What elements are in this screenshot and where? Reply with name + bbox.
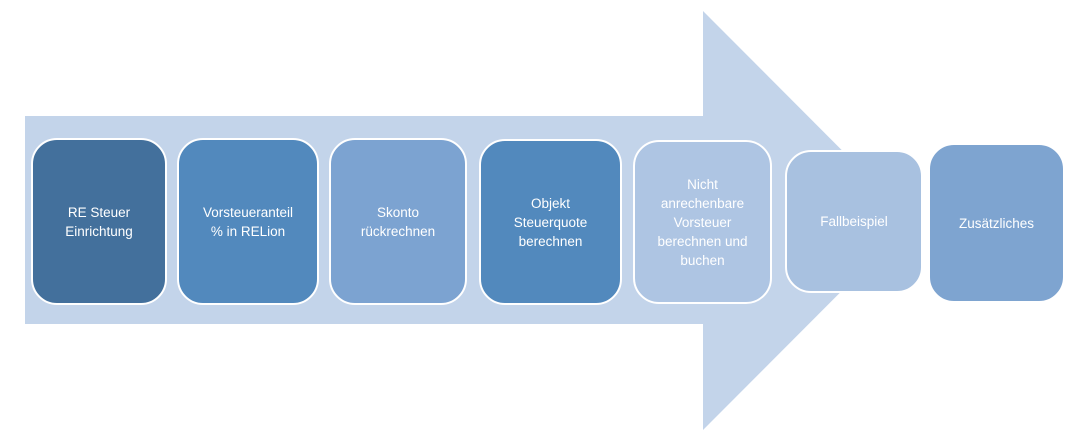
process-step-zusaetzliches: Zusätzliches bbox=[928, 143, 1065, 303]
process-step-label: Vorsteueranteil % in RELion bbox=[202, 204, 294, 239]
process-step-label: Fallbeispiel bbox=[820, 214, 888, 229]
process-step-vorsteueranteil: Vorsteueranteil % in RELion bbox=[177, 138, 319, 305]
process-step-label: Zusätzliches bbox=[958, 215, 1035, 231]
process-step-fallbeispiel: Fallbeispiel bbox=[785, 150, 923, 293]
process-step-label: Nicht anrechenbare Vorsteuer berechnen u… bbox=[657, 176, 748, 268]
process-step-label: RE Steuer Einrichtung bbox=[65, 204, 133, 239]
process-step-nicht-anrechenbare-vorsteuer: Nicht anrechenbare Vorsteuer berechnen u… bbox=[633, 140, 772, 304]
process-step-re-steuer-einrichtung: RE Steuer Einrichtung bbox=[31, 138, 167, 305]
process-step-label: Skonto rückrechnen bbox=[360, 204, 436, 239]
process-step-objekt-steuerquote: Objekt Steuerquote berechnen bbox=[479, 139, 622, 305]
process-step-skonto-rueckrechnen: Skonto rückrechnen bbox=[329, 138, 467, 305]
process-step-label: Objekt Steuerquote berechnen bbox=[513, 195, 588, 249]
